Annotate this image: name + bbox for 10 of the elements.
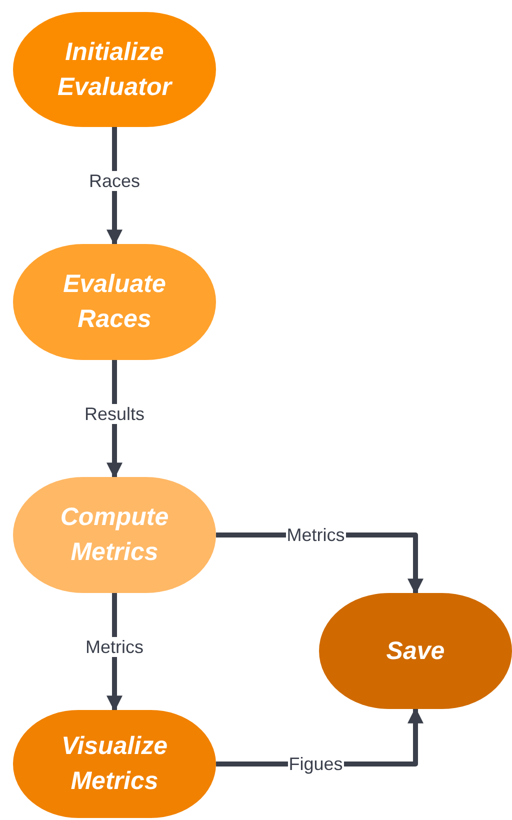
edge-label: Results bbox=[83, 404, 146, 424]
node-label: Compute Metrics bbox=[59, 502, 170, 568]
node-label: Initialize Evaluator bbox=[56, 36, 174, 102]
process-node bbox=[319, 593, 512, 709]
node-label: Evaluate Races bbox=[62, 269, 167, 335]
edge-label: Metrics bbox=[84, 636, 144, 656]
edge-label: Races bbox=[88, 170, 142, 190]
node-label: Save bbox=[386, 636, 445, 666]
edge-label: Figues bbox=[288, 754, 344, 774]
node-label: Visualize Metrics bbox=[60, 731, 169, 797]
